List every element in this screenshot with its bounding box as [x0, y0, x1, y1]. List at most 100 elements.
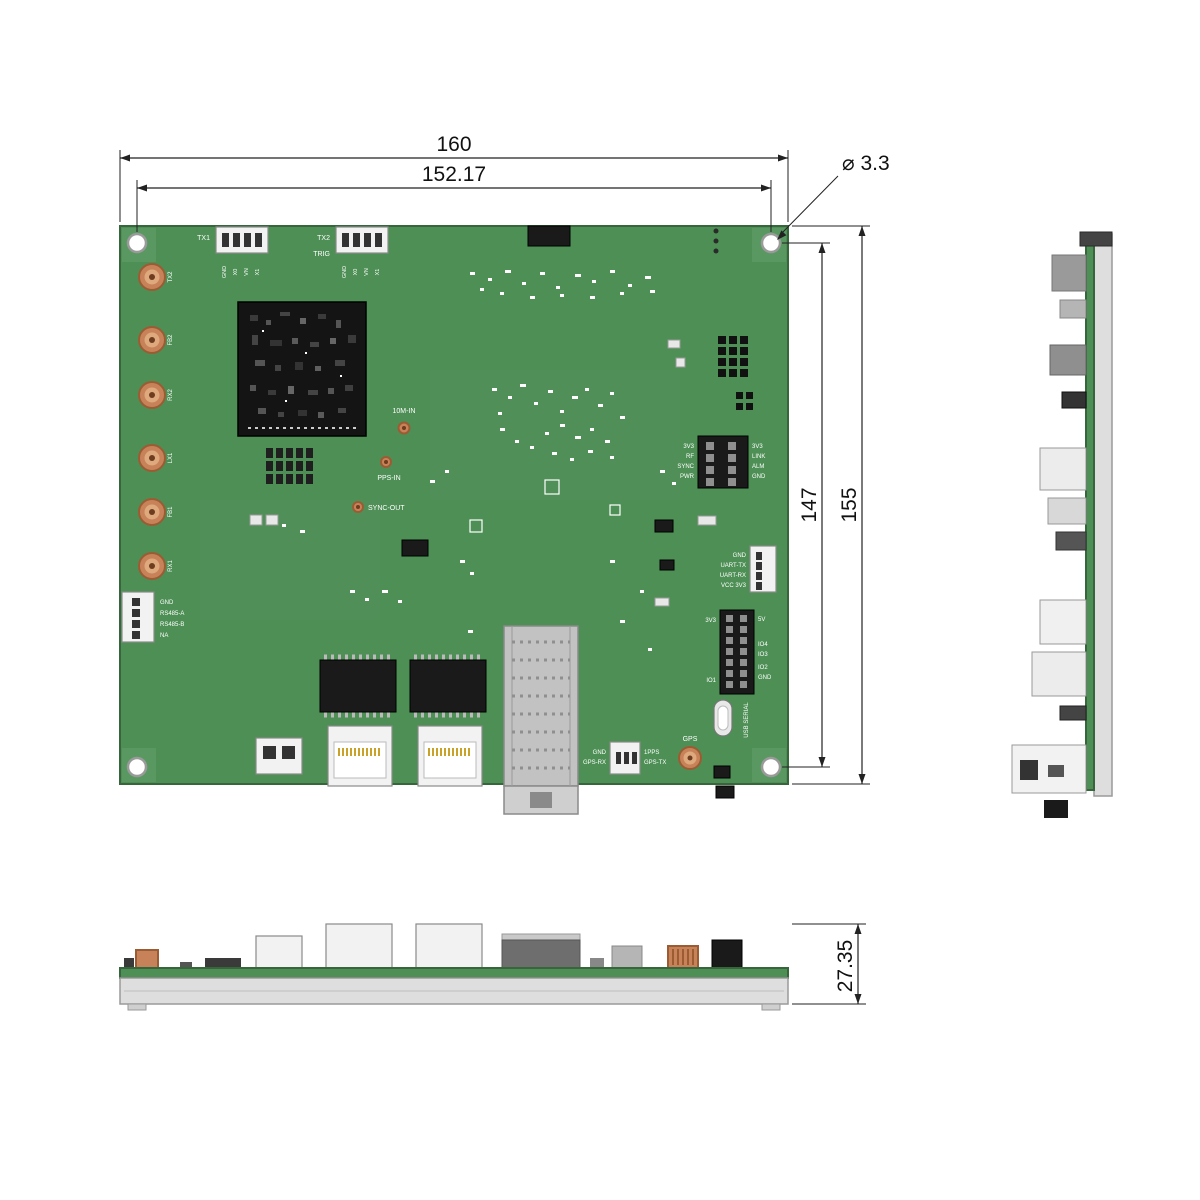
bottom-pcb-edge — [119, 967, 789, 979]
coax-label: RX1 — [168, 560, 174, 572]
coax-rx1: RX1 — [138, 552, 174, 580]
gps-uart-connector: GND GPS-RX 1PPS GPS-TX — [583, 741, 666, 775]
pin-label: X1 — [255, 269, 261, 276]
rf-right-label: GND — [752, 474, 766, 480]
uart-connector: GND UART-TX UART-RX VCC 3V3 — [720, 545, 777, 593]
coax-connectors-left: TX2 FB2 RX2 LX1 FB1 RX1 — [138, 263, 174, 580]
gps-label: GPS — [683, 736, 698, 743]
pin-label: X1 — [375, 269, 381, 276]
pad-label-pps-in: PPS-IN — [377, 475, 400, 482]
coax-label: RX2 — [168, 389, 174, 401]
pad-label-10m-in: 10M-IN — [393, 408, 416, 415]
uart-label: UART-TX — [720, 563, 746, 569]
coax-tx2: TX2 — [138, 263, 174, 291]
uart-label: GND — [733, 553, 747, 559]
dim-hole-diameter: ⌀ 3.3 — [777, 152, 890, 240]
top-edge-ic — [527, 225, 571, 247]
uart-label: UART-RX — [720, 573, 746, 579]
io-right-label: IO3 — [758, 652, 768, 658]
sfp-cage — [503, 625, 579, 815]
gps-conn-left-label: GPS-RX — [583, 760, 606, 766]
bottom-foot-left — [127, 1003, 147, 1011]
bottom-foot-right — [761, 1003, 781, 1011]
top-header-tx1: TX1 GND X0 VN X1 — [197, 226, 269, 278]
top-header-tx2: TX2 TRIG GND X0 VN X1 — [313, 226, 389, 278]
io-right-label: IO4 — [758, 642, 768, 648]
config-jumper-grid — [718, 336, 753, 410]
board-bottom-view — [119, 923, 789, 1011]
silkscreen-marks — [282, 270, 676, 651]
dim-label-thickness: 27.35 — [834, 940, 857, 993]
pin-label: X0 — [233, 269, 239, 276]
io-right-label: IO2 — [758, 665, 768, 671]
ethernet-port-1 — [319, 654, 397, 787]
ethernet-port-2 — [409, 654, 487, 787]
rf-left-label: RF — [686, 454, 694, 460]
io-left-label: 3V3 — [705, 618, 716, 624]
pin-label: VN — [244, 268, 250, 276]
rf-right-label: LINK — [752, 454, 765, 460]
trig-label: TRIG — [313, 251, 330, 258]
aux-connector — [255, 737, 303, 775]
board-side-view — [1011, 231, 1113, 818]
rs485-label: RS485-B — [160, 622, 184, 628]
io-left-label: IO1 — [706, 678, 716, 684]
gps-conn-right-label: GPS-TX — [644, 760, 666, 766]
coax-rx2: RX2 — [138, 381, 174, 409]
pad-label-sync-out: SYNC-OUT — [368, 505, 405, 512]
gps-conn-right-label: 1PPS — [644, 750, 659, 756]
pad-pps-in: PPS-IN — [377, 456, 401, 482]
rf-status-header: 3V3 RF SYNC PWR 3V3 LINK ALM GND — [677, 435, 766, 489]
tx1-label: TX1 — [197, 235, 210, 242]
side-top-cap — [1079, 231, 1113, 247]
rf-shield-module — [237, 301, 367, 437]
gps-conn-left-label: GND — [593, 750, 607, 756]
usb-serial-connector: USB SERIAL — [713, 699, 750, 738]
coax-label: LX1 — [168, 452, 174, 463]
misc-components — [249, 339, 717, 607]
io-right-label: GND — [758, 675, 772, 681]
rf-left-label: PWR — [680, 474, 695, 480]
top-right-fiducials — [713, 228, 719, 254]
rs485-label: NA — [160, 633, 168, 639]
bottom-edge-switch — [715, 785, 735, 799]
side-plate — [1093, 233, 1113, 797]
dim-label-width-inner: 152.17 — [422, 163, 486, 186]
bottom-components — [124, 923, 743, 969]
rf-left-label: SYNC — [677, 464, 694, 470]
pin-label: VN — [364, 268, 370, 276]
dim-label-width-outer: 160 — [436, 133, 471, 156]
rf-left-label: 3V3 — [683, 444, 694, 450]
pin-label: GND — [342, 266, 348, 278]
module-components — [250, 312, 356, 418]
io-right-label: 5V — [758, 617, 765, 623]
dimension-annotations: 160 152.17 ⌀ 3.3 147 — [119, 133, 890, 1005]
resistor-array — [266, 448, 314, 484]
tx2-label: TX2 — [317, 235, 330, 242]
pin-label: GND — [222, 266, 228, 278]
coax-fb1: FB1 — [138, 498, 174, 526]
rs485-connector: GND RS485-A RS485-B NA — [121, 591, 184, 643]
rs485-label: RS485-A — [160, 611, 184, 617]
board-top-view: TX2 FB2 RX2 LX1 FB1 RX1 — [119, 225, 789, 815]
coax-lx1: LX1 — [138, 444, 174, 472]
dim-label-height-outer: 155 — [838, 487, 861, 522]
dim-height-outer: 155 — [792, 225, 870, 785]
coax-label: FB1 — [168, 506, 174, 518]
io-header: 3V3 IO1 5V IO4 IO3 IO2 GND — [705, 609, 772, 695]
copper-pour-patches — [122, 228, 786, 782]
side-components — [1011, 254, 1087, 818]
coax-fb2: FB2 — [138, 326, 174, 354]
pad-sync-out: SYNC-OUT — [352, 501, 405, 513]
pin-label: X0 — [353, 269, 359, 276]
mounting-holes — [126, 232, 782, 778]
side-pcb-edge — [1085, 239, 1095, 791]
dim-label-hole-diameter: ⌀ 3.3 — [842, 152, 890, 175]
rs485-label: GND — [160, 600, 174, 606]
coax-label: TX2 — [168, 271, 174, 283]
dim-width-inner: 152.17 — [136, 163, 772, 232]
rf-right-label: 3V3 — [752, 444, 763, 450]
coax-label: FB2 — [168, 334, 174, 346]
dim-label-height-inner: 147 — [798, 487, 821, 522]
